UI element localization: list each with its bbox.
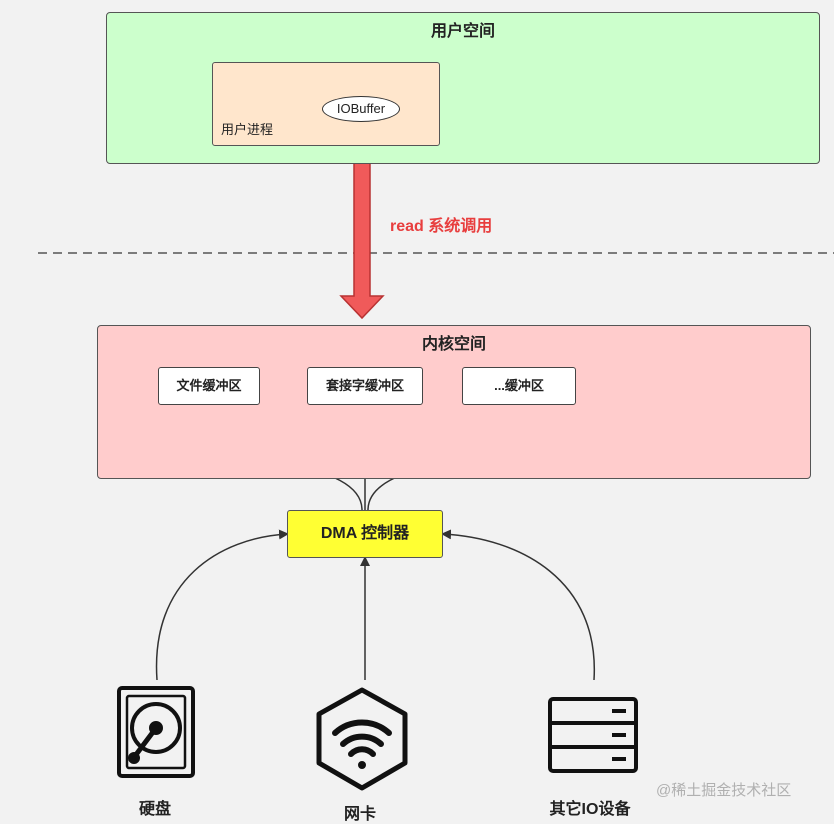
nic-label: 网卡 <box>343 806 376 823</box>
user-space-title: 用户空间 <box>430 23 495 40</box>
other-buffer-box: ...缓冲区 <box>462 367 576 405</box>
arrow-disk-to-dma <box>155 529 289 681</box>
server-rack-icon <box>548 697 638 773</box>
wifi-hexagon-icon <box>316 687 408 791</box>
hard-disk-icon <box>117 686 195 778</box>
socket-buffer-box: 套接字缓冲区 <box>307 367 423 405</box>
user-process-box: 用户进程 <box>212 62 440 146</box>
arrow-other-to-dma <box>441 529 595 681</box>
kernel-space-title: 内核空间 <box>421 336 486 353</box>
user-process-label: 用户进程 <box>221 122 274 137</box>
io-buffer-ellipse: IOBuffer <box>322 96 400 122</box>
dma-controller-box: DMA 控制器 <box>287 510 443 558</box>
disk-label: 硬盘 <box>138 801 171 818</box>
watermark: @稀土掘金技术社区 <box>656 782 792 799</box>
syscall-label: read 系统调用 <box>390 218 493 235</box>
other-io-label: 其它IO设备 <box>549 801 631 818</box>
file-buffer-box: 文件缓冲区 <box>158 367 260 405</box>
